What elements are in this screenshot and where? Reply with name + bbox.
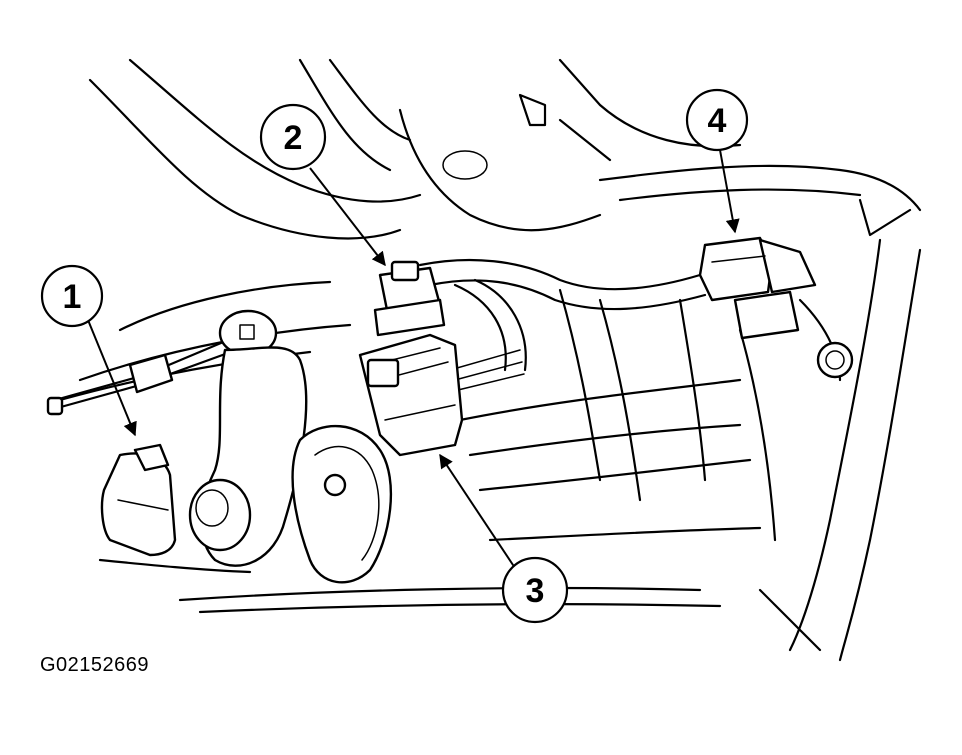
- callout-1: 1: [40, 264, 137, 437]
- shift-linkage: [46, 309, 308, 567]
- switch-bracket: [291, 424, 393, 584]
- connector-1: [100, 443, 177, 557]
- callout-2: 2: [259, 103, 386, 267]
- connector-3: [358, 333, 464, 457]
- bolt-head: [816, 341, 854, 379]
- callout-label-1: 1: [63, 278, 82, 316]
- transmission-housing: [458, 288, 854, 542]
- callout-label-4: 4: [708, 102, 727, 140]
- callout-4: 4: [685, 88, 749, 234]
- connector-2: [373, 260, 446, 337]
- callout-3: 3: [439, 453, 569, 624]
- wiring-harness: [418, 258, 707, 391]
- callout-label-3: 3: [526, 572, 545, 610]
- bracket-bolt: [323, 473, 347, 497]
- callout-circle-2: [259, 103, 327, 171]
- callout-circle-4: [685, 88, 749, 152]
- callout-circle-3: [501, 556, 569, 624]
- callout-circle-1: [40, 264, 104, 328]
- figure-code: G02152669: [40, 654, 150, 676]
- connector-4: [698, 236, 817, 340]
- vehicle-body-structure: [58, 58, 922, 662]
- callout-label-2: 2: [284, 119, 303, 157]
